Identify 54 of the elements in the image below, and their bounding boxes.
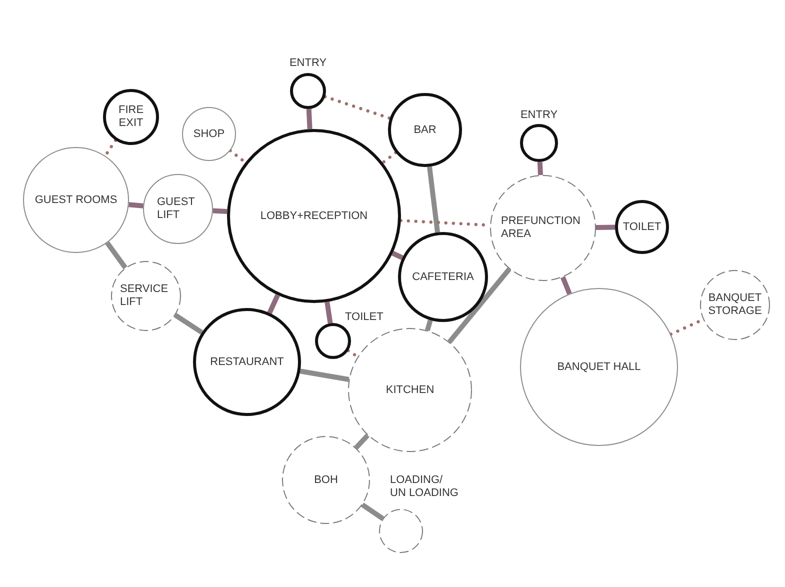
room-bubble: [615, 200, 669, 254]
room-label: BANQUET STORAGE: [707, 292, 763, 318]
dashed-room-bubble: [282, 436, 370, 524]
room-label: LOADING/ UN LOADING: [390, 474, 460, 500]
room-bubble: [193, 308, 301, 416]
room-label: BAR: [414, 124, 436, 136]
room-label: GUEST LIFT: [157, 196, 196, 222]
room-bubble: [23, 147, 129, 253]
room-label: CAFETERIA: [412, 270, 474, 284]
room-bubble: [388, 93, 462, 167]
connector-bar: [537, 162, 543, 176]
connector-bar: [392, 250, 404, 260]
room-bubble: [182, 107, 236, 161]
connector-bar: [560, 276, 572, 295]
room-label: KITCHEN: [386, 384, 434, 396]
room-label: RESTAURANT: [210, 356, 284, 368]
room-bubble: [398, 232, 488, 322]
connector-bar: [424, 320, 433, 332]
connector-bar: [324, 302, 333, 324]
room-bubble: [520, 288, 678, 446]
dashed-room-bubble: [490, 175, 596, 281]
room-label: FIRE EXIT: [117, 104, 145, 130]
room-label: LOBBY+RECEPTION: [260, 210, 368, 222]
connector-bar: [354, 434, 370, 450]
room-label: SERVICE LIFT: [120, 283, 170, 309]
connector-bar: [174, 313, 204, 335]
room-label: BANQUET HALL: [557, 360, 641, 374]
room-label: SHOP: [193, 128, 225, 140]
connector-bar: [447, 267, 512, 344]
connector-bar: [212, 208, 228, 214]
dotted-link: [323, 95, 392, 120]
room-label: GUEST ROOMS: [34, 194, 118, 206]
room-label: TOILET: [622, 220, 662, 234]
room-label: BOH: [314, 474, 338, 486]
room-label: TOILET: [345, 311, 384, 324]
dotted-link: [104, 138, 118, 158]
dotted-link: [381, 151, 398, 164]
connector-bar: [128, 202, 144, 208]
room-bubble: [227, 129, 401, 303]
room-bubble: [143, 174, 213, 244]
room-label: PREFUNCTION AREA: [501, 215, 582, 241]
room-label: ENTRY: [519, 109, 559, 122]
connector-bar: [596, 224, 616, 230]
connector-bar: [105, 241, 128, 270]
dashed-room-bubble: [700, 270, 770, 340]
connector-bar: [300, 368, 350, 382]
connector-bar: [267, 294, 280, 314]
dashed-room-bubble: [111, 261, 181, 331]
connector-bar: [306, 108, 312, 130]
connector-bar: [427, 166, 440, 233]
dashed-room-bubble: [348, 328, 472, 452]
room-label: ENTRY: [288, 57, 328, 70]
connector-bar: [360, 502, 384, 521]
room-bubble: [103, 89, 159, 145]
